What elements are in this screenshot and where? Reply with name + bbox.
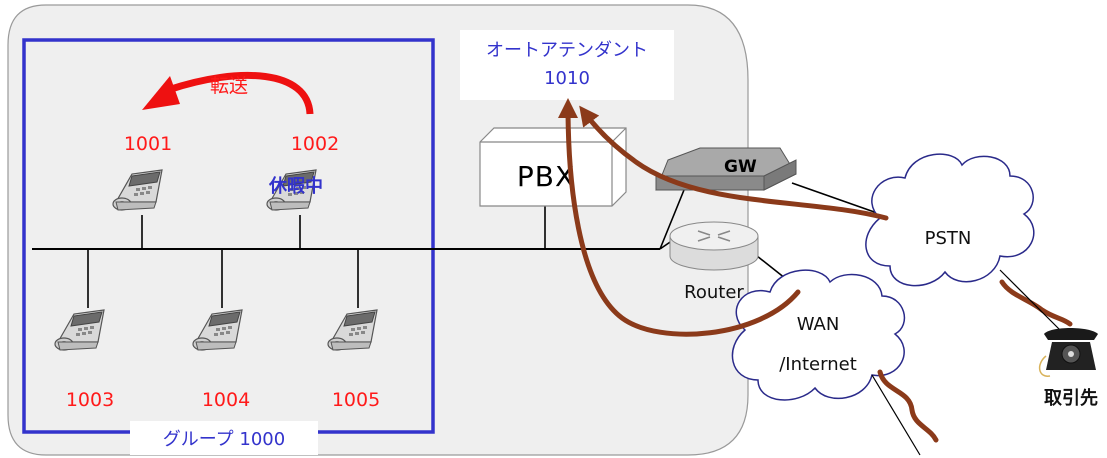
wan-tail	[871, 374, 921, 456]
phone-number-1002: 1002	[291, 133, 339, 155]
gw-to-pstn	[791, 182, 881, 215]
phone-number-1003: 1003	[66, 389, 114, 411]
lan-to-gw	[659, 189, 685, 250]
wan-cloud	[731, 269, 906, 401]
pbx-box[interactable]: PBX	[479, 127, 627, 207]
phone-number-1004: 1004	[202, 389, 250, 411]
phone-number-1005: 1005	[332, 389, 380, 411]
attendant-title: オートアテンダント	[486, 40, 648, 61]
partner-label: 取引先	[1044, 387, 1098, 409]
vacation-label: 休暇中	[268, 175, 323, 197]
group-label-box	[130, 421, 318, 455]
transfer-arrow	[166, 72, 314, 115]
wan-label-line1: WAN	[797, 314, 840, 335]
gw-label: GW	[724, 157, 757, 177]
gw-device[interactable]: GW	[655, 147, 797, 191]
transfer-arrowhead	[142, 76, 180, 110]
router-label: Router	[684, 282, 744, 303]
group-label: グループ 1000	[163, 429, 285, 450]
pstn-tail	[999, 269, 1061, 331]
call-paths	[558, 98, 1073, 443]
attendant-box	[460, 30, 674, 100]
pbx-label: PBX	[517, 160, 575, 193]
pstn-cloud	[865, 153, 1035, 287]
router-icon[interactable]	[669, 221, 759, 271]
pstn-label: PSTN	[925, 228, 972, 249]
rotary-phone-icon[interactable]	[1038, 328, 1098, 377]
attendant-number: 1010	[544, 68, 590, 89]
phone-number-1001: 1001	[124, 133, 172, 155]
transfer-label: 転送	[210, 75, 248, 97]
wan-label-line2: /Internet	[779, 354, 857, 375]
